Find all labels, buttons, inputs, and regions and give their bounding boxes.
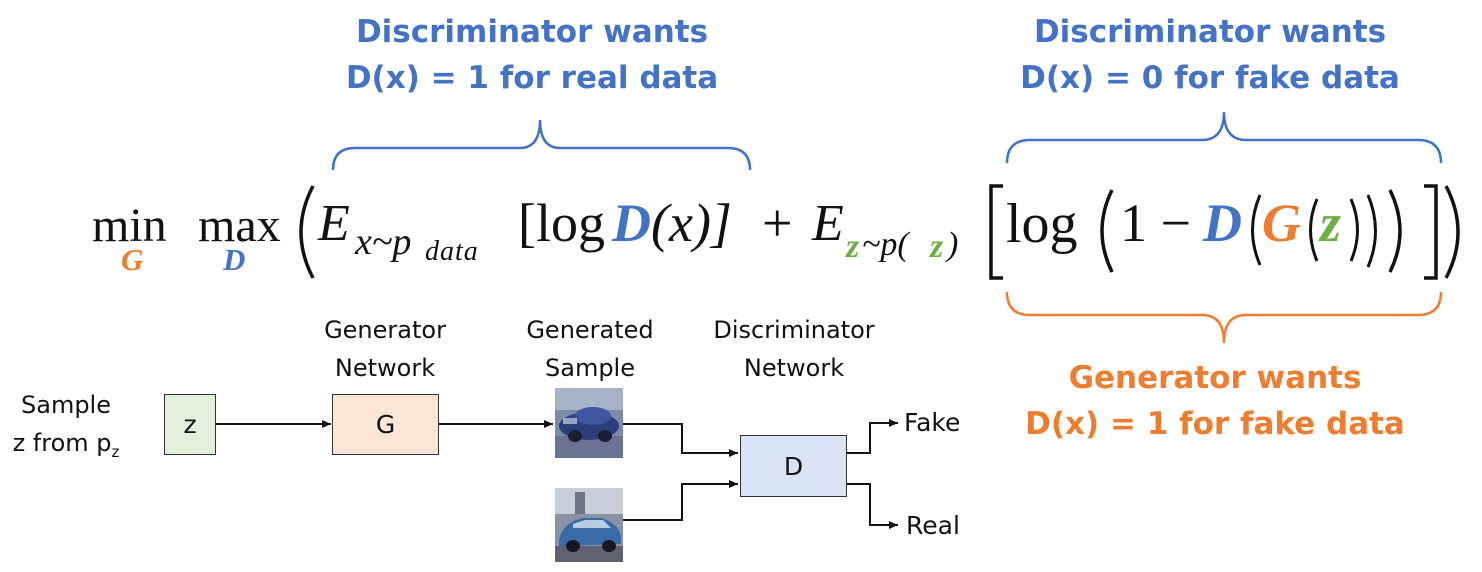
real-sample-image — [555, 488, 623, 562]
plus-sign: + — [762, 193, 793, 253]
generated-sample-label: Generated Sample — [510, 311, 670, 387]
generator-box-label: G — [375, 410, 396, 439]
one-minus: 1 − — [1120, 193, 1191, 253]
arrow-generated-to-d — [623, 423, 738, 457]
sample-label-line1: Sample — [21, 391, 111, 419]
discriminator-network-label: Discriminator Network — [700, 311, 888, 387]
expectation-2-subscript-z: z — [846, 228, 860, 265]
arrow-real-to-d — [623, 480, 738, 521]
expectation-1-subscript-data: data — [425, 236, 479, 267]
big-left-paren-2 — [1100, 189, 1114, 273]
paren-open-4 — [1309, 198, 1319, 262]
expectation-2-subscript-p: ~p( — [862, 226, 909, 263]
generator-symbol: G — [1262, 193, 1301, 253]
arrow-d-to-real — [847, 483, 898, 529]
annotation-discriminator-real: Discriminator wants D(x) = 1 for real da… — [332, 9, 732, 101]
expectation-1-subscript: x~p — [355, 221, 412, 263]
discriminator-box: D — [740, 435, 847, 497]
big-right-bracket — [1424, 184, 1438, 280]
z-box-label: z — [183, 410, 197, 439]
annotation-line: D(x) = 1 for fake data — [1025, 406, 1405, 442]
outer-right-paren — [1444, 185, 1460, 279]
generator-network-label: Generator Network — [300, 311, 470, 387]
annotation-line: Discriminator wants — [1033, 14, 1387, 50]
generated-label-line1: Generated — [526, 316, 654, 344]
discriminator-box-label: D — [783, 451, 804, 481]
log-term-1: [log — [518, 193, 605, 253]
expectation-2-subscript-z2: z — [930, 228, 944, 265]
z-symbol: z — [1320, 193, 1342, 253]
min-subscript: G — [121, 242, 144, 277]
x-argument: (x)] — [651, 193, 732, 253]
max-subscript: D — [223, 242, 246, 277]
discriminator-label-line1: Discriminator — [713, 316, 875, 344]
generated-sample-image — [555, 388, 623, 458]
equation: min G max D E x~p data [log D (x)] + E z… — [90, 178, 1480, 288]
generator-label-line2: Network — [334, 354, 436, 382]
z-box: z — [164, 394, 216, 455]
generator-box: G — [332, 394, 439, 455]
sample-label: Sample z from pz — [6, 386, 126, 471]
output-real-label: Real — [906, 511, 960, 540]
arrow-d-to-fake — [847, 419, 898, 454]
generated-label-line2: Sample — [545, 354, 635, 382]
generator-label-line1: Generator — [324, 316, 446, 344]
expectation-1: E — [318, 195, 350, 252]
discriminator-symbol: D — [612, 193, 651, 253]
annotation-line: Generator wants — [1068, 360, 1362, 396]
min-operator: min — [92, 199, 167, 252]
expectation-2: E — [812, 195, 844, 252]
annotation-line: Discriminator wants — [355, 14, 709, 50]
brace-path — [331, 119, 752, 171]
log-term-2: log — [1006, 193, 1078, 255]
annotation-line: D(x) = 1 for real data — [345, 60, 719, 96]
brace-path — [1005, 111, 1443, 164]
outer-left-paren — [299, 185, 315, 279]
output-fake-label: Fake — [904, 408, 961, 437]
big-left-bracket — [989, 184, 1003, 280]
expectation-2-subscript-close: ) — [947, 226, 959, 263]
max-operator: max — [198, 199, 281, 252]
sample-label-subscript: z — [111, 442, 120, 461]
annotation-discriminator-fake: Discriminator wants D(x) = 0 for fake da… — [1010, 9, 1410, 101]
discriminator-symbol-2: D — [1203, 193, 1242, 253]
paren-open-3 — [1251, 194, 1262, 266]
discriminator-label-line2: Network — [743, 354, 845, 382]
sample-label-line2: z from pz — [12, 429, 120, 461]
annotation-line: D(x) = 0 for fake data — [1020, 60, 1400, 96]
brace-path — [1005, 291, 1443, 344]
annotation-generator: Generator wants D(x) = 1 for fake data — [1015, 355, 1415, 447]
closing-parens — [1349, 189, 1402, 273]
